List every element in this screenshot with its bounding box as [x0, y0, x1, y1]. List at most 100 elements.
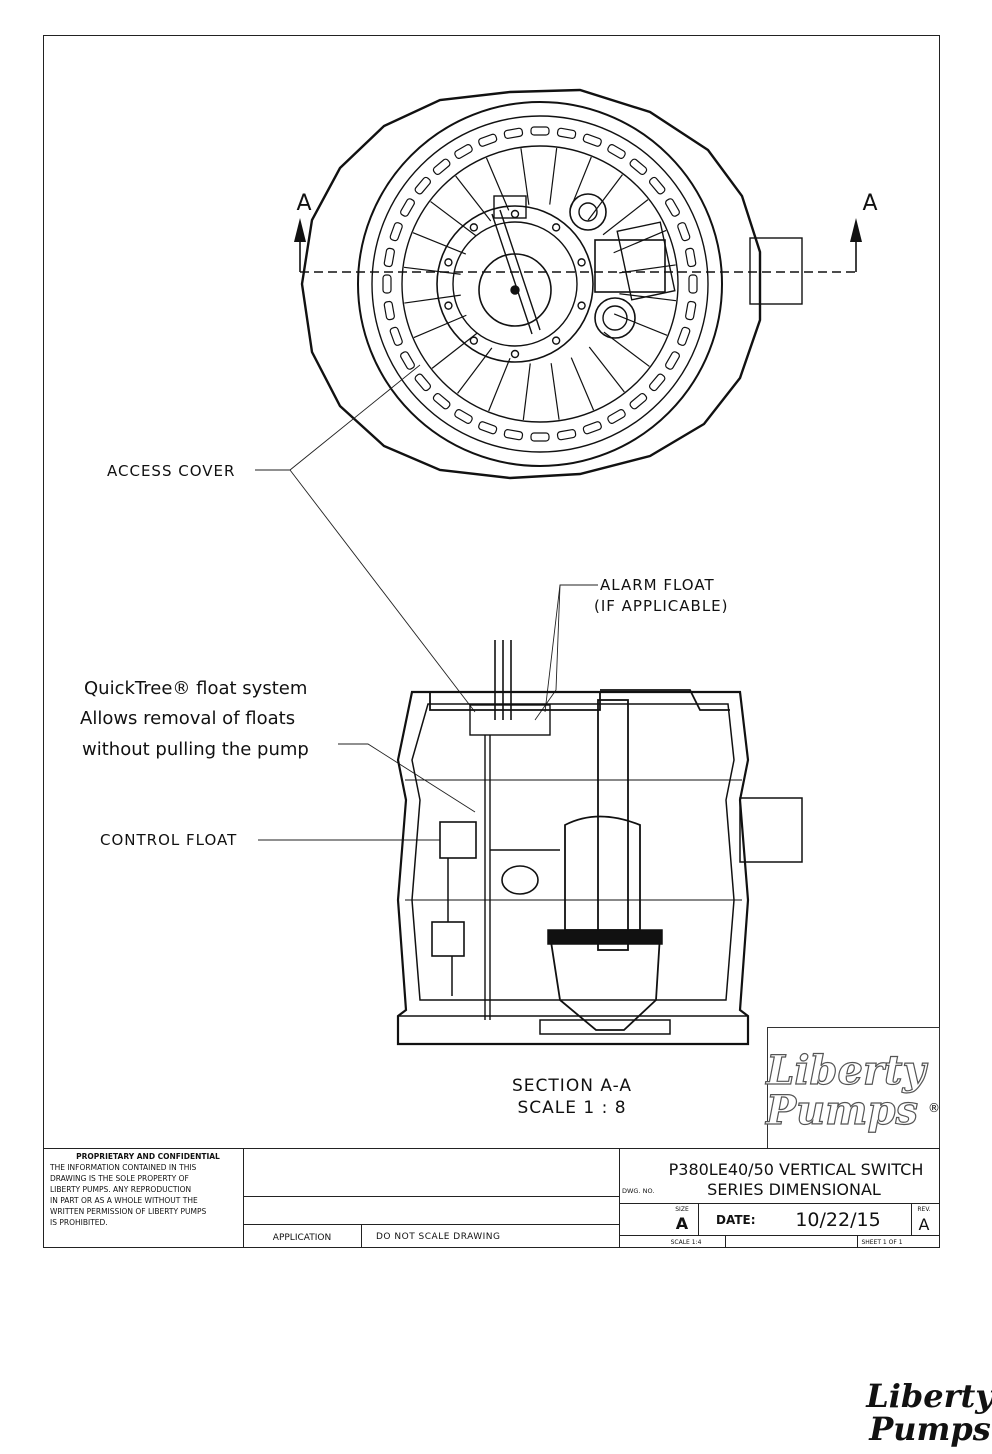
size-value: A	[676, 1214, 689, 1233]
callout-alarm-float-line2: (IF APPLICABLE)	[594, 597, 729, 615]
cover-bolt-hole	[551, 336, 561, 345]
radial-rib	[455, 175, 492, 222]
rim-slot	[389, 222, 403, 242]
section-marker-left: A	[296, 191, 311, 216]
rim-slot	[629, 392, 648, 410]
rim-slot	[530, 126, 550, 136]
radial-rib	[619, 293, 677, 302]
radial-rib	[485, 157, 510, 211]
cover-bolt-hole	[444, 258, 453, 267]
rim-slot	[688, 274, 698, 294]
cover-bolt-holes	[444, 209, 586, 359]
radial-rib	[588, 346, 625, 393]
drawing-title-line2: SERIES DIMENSIONAL	[707, 1180, 881, 1199]
rim-slot	[454, 144, 473, 159]
cover-bolt-hole	[551, 223, 561, 232]
leader-lines	[255, 364, 598, 841]
rim-mid	[371, 115, 709, 453]
radial-rib	[613, 313, 668, 336]
date-value: 10/22/15	[795, 1209, 880, 1231]
float-tree-arm	[491, 209, 541, 335]
footer-logo-pumps: Pumps	[868, 1410, 991, 1448]
rim-slot	[665, 351, 680, 370]
rim-slot	[648, 373, 666, 392]
callout-quicktree-line1: QuickTree® float system	[84, 678, 307, 699]
proprietary-heading: PROPRIETARY AND CONFIDENTIAL	[76, 1152, 220, 1161]
junction-plate	[594, 239, 666, 293]
dwg-no-label: DWG. NO.	[622, 1187, 654, 1195]
radial-rib	[431, 332, 478, 369]
cover-bolt-hole	[510, 209, 520, 219]
rim-slot	[414, 176, 432, 195]
float-tree-head	[493, 195, 527, 219]
rim-slot	[556, 429, 577, 441]
cover-bolt-hole	[577, 301, 586, 310]
basin-inner-wall	[411, 703, 735, 1001]
application-label: APPLICATION	[273, 1233, 331, 1243]
discharge-pipe	[597, 699, 629, 951]
rim-slot	[582, 421, 602, 435]
alarm-float	[501, 865, 539, 895]
rim-slot	[389, 326, 403, 346]
rim-slot	[629, 158, 648, 176]
radial-rib	[587, 174, 623, 221]
radial-rib	[404, 294, 461, 304]
vent-boss	[594, 297, 636, 339]
outer-lug-ring	[300, 88, 762, 480]
footer-logo-liberty: Liberty	[865, 1377, 992, 1415]
rev-label: REV.	[917, 1206, 930, 1213]
rim-slot	[414, 373, 432, 392]
control-float-body	[439, 821, 477, 859]
rim-slot	[648, 176, 666, 195]
rim-slot	[400, 198, 415, 217]
rim-slot	[530, 432, 550, 442]
rim-slot	[665, 198, 680, 217]
rim-slot	[454, 409, 473, 424]
radial-rib	[550, 363, 560, 420]
cover-bolt-hole	[577, 258, 586, 267]
rim-slot	[383, 247, 395, 268]
scale-label: SCALE 1:4	[671, 1239, 702, 1246]
rim-slot	[432, 158, 451, 176]
rev-value: A	[919, 1215, 930, 1234]
proprietary-line: DRAWING IS THE SOLE PROPERTY OF	[50, 1174, 189, 1183]
radial-rib	[570, 357, 595, 411]
rim-slot	[383, 300, 395, 321]
rim-slot	[685, 247, 697, 268]
logo-pumps: Pumps	[765, 1087, 918, 1134]
radial-rib	[522, 363, 531, 421]
radial-rib	[457, 347, 493, 394]
radial-rib	[613, 229, 667, 254]
callout-quicktree-line2: Allows removal of floats	[80, 708, 295, 729]
logo-liberty: Liberty	[765, 1047, 928, 1094]
callout-access-cover: ACCESS COVER	[107, 462, 235, 480]
rim-slot	[400, 351, 415, 370]
callout-alarm-float-line1: ALARM FLOAT	[600, 576, 715, 594]
float-port-mid	[452, 221, 578, 347]
rim-slot	[503, 127, 524, 139]
proprietary-line: WRITTEN PERMISSION OF LIBERTY PUMPS	[50, 1207, 206, 1216]
rim-slot	[677, 222, 691, 242]
rim-slot	[607, 144, 626, 159]
section-arrow-left-icon	[294, 218, 306, 242]
cover-lip	[429, 689, 730, 711]
top-view	[300, 88, 803, 480]
rim-slot	[503, 429, 524, 441]
section-arrow-right-icon	[850, 218, 862, 242]
section-caption-line1: SECTION A-A	[512, 1076, 632, 1096]
logo-registered-mark: ®	[928, 1101, 940, 1115]
proprietary-line: THE INFORMATION CONTAINED IN THIS	[49, 1163, 197, 1172]
rim-slots	[382, 126, 698, 442]
radial-rib	[430, 201, 477, 237]
radial-rib	[549, 147, 558, 205]
title-block-grid	[43, 1148, 940, 1248]
top-view-outlet-stub	[749, 237, 803, 305]
section-view	[396, 640, 803, 1046]
float-port-outer	[436, 205, 594, 363]
cover-bolt-hole	[469, 336, 479, 345]
rim-slot	[478, 421, 498, 435]
cover-bolt-hole	[444, 301, 453, 310]
section-caption-line2: SCALE 1 : 8	[517, 1098, 626, 1118]
radial-rib	[488, 357, 511, 412]
cover-bolt-hole	[469, 223, 479, 232]
